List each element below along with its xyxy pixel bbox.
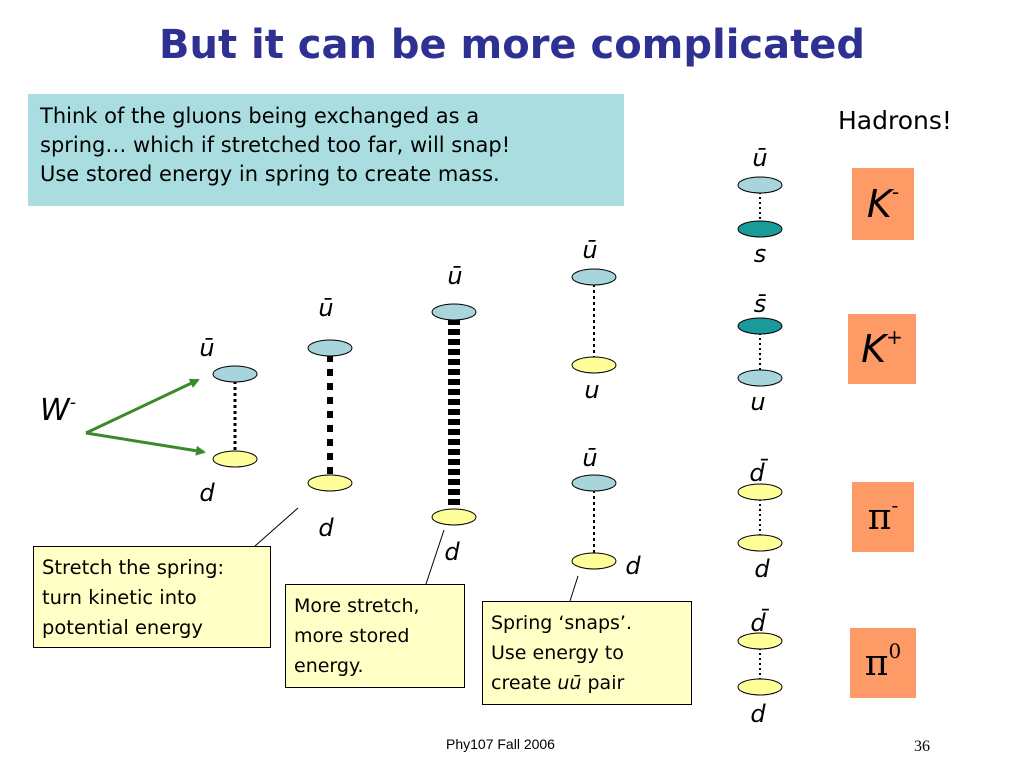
strange-antiquark-ellipse — [737, 317, 783, 335]
antiquark-label: s̄ — [754, 290, 767, 318]
note-line: Stretch the spring: — [42, 556, 225, 579]
antiquark-ellipse — [571, 268, 617, 286]
antiquark-label: d̄ — [749, 458, 768, 487]
note-stretch-spring: Stretch the spring: turn kinetic into po… — [33, 546, 271, 648]
w-arrow-up — [85, 378, 200, 435]
note-line: Spring ‘snaps’. — [491, 612, 633, 634]
quark-label: u — [584, 376, 599, 404]
antiquark-label: ū — [318, 294, 333, 322]
hadron-k-minus: K- — [852, 168, 914, 240]
intro-line: Use stored energy in spring to create ma… — [40, 162, 500, 186]
note-line: more stored — [294, 625, 410, 647]
page-number: 36 — [914, 738, 930, 755]
hadron-pi-minus: π- — [852, 482, 914, 552]
quark-label: d — [318, 514, 334, 542]
callout-line-more-stretch — [425, 529, 445, 585]
slide-title: But it can be more complicated — [158, 22, 865, 68]
note-line: energy. — [294, 655, 364, 677]
up-quark-ellipse — [737, 369, 783, 387]
antiquark-ellipse — [212, 365, 258, 383]
hadron-k-plus: K+ — [848, 314, 916, 384]
hadron-pair-k-plus: s̄ u — [737, 290, 783, 416]
note-more-stretch: More stretch, more stored energy. — [285, 584, 465, 688]
down-quark-ellipse — [212, 450, 258, 468]
note-line: More stretch, — [294, 595, 420, 617]
antiquark-label: d̄ — [750, 608, 769, 637]
antiquark-ellipse — [737, 483, 783, 501]
down-quark-ellipse — [737, 534, 783, 552]
antiquark-label: ū — [752, 144, 767, 172]
w-arrow-down — [85, 431, 206, 456]
antiquark-ellipse — [307, 339, 353, 357]
note-line: Use energy to — [491, 642, 624, 664]
quark-label: d — [199, 479, 215, 507]
intro-line: spring… which if stretched too far, will… — [40, 133, 511, 157]
down-quark-ellipse — [431, 508, 477, 526]
antiquark-ellipse — [737, 632, 783, 650]
note-spring-snaps: Spring ‘snaps’. Use energy to create uū … — [482, 601, 692, 705]
antiquark-label: ū — [447, 262, 462, 290]
antiquark-label: ū — [199, 334, 214, 362]
quark-label: s — [754, 240, 767, 268]
hadron-pair-pi-zero: d̄ d — [737, 608, 783, 728]
down-quark-ellipse — [307, 474, 353, 492]
antiquark-ellipse — [737, 176, 783, 194]
note-line: potential energy — [42, 616, 203, 639]
quark-label: d — [625, 552, 641, 580]
up-quark-ellipse — [571, 356, 617, 374]
antiquark-label: ū — [582, 444, 597, 472]
stage-4-quark-pair: ū u — [571, 236, 617, 404]
hadron-pair-k-minus: ū s — [737, 144, 783, 268]
intro-line: Think of the gluons being exchanged as a — [40, 104, 480, 128]
note-line: create uū pair — [491, 672, 625, 694]
quark-label: u — [750, 388, 765, 416]
strange-quark-ellipse — [737, 220, 783, 238]
footer-course: Phy107 Fall 2006 — [446, 736, 555, 752]
stage-5-quark-pair: ū d — [571, 444, 641, 580]
down-quark-ellipse — [737, 678, 783, 696]
callout-line-stretch — [254, 507, 299, 547]
quark-label: d — [754, 555, 770, 583]
w-boson-label: W- — [40, 392, 76, 428]
quark-label: d — [444, 538, 460, 566]
quark-label: d — [750, 700, 766, 728]
stage-2-quark-pair: ū d — [307, 294, 353, 542]
stage-3-quark-pair: ū d — [431, 262, 477, 566]
antiquark-ellipse — [571, 474, 617, 492]
note-line: turn kinetic into — [42, 586, 197, 609]
stage-1-quark-pair: ū d — [199, 334, 258, 507]
callout-line-snap — [569, 575, 579, 602]
antiquark-label: ū — [582, 236, 597, 264]
down-quark-ellipse — [571, 552, 617, 570]
antiquark-ellipse — [431, 303, 477, 321]
hadron-pair-pi-minus: d̄ d — [737, 458, 783, 583]
hadrons-label: Hadrons! — [838, 106, 952, 135]
intro-textbox: Think of the gluons being exchanged as a… — [28, 94, 624, 206]
